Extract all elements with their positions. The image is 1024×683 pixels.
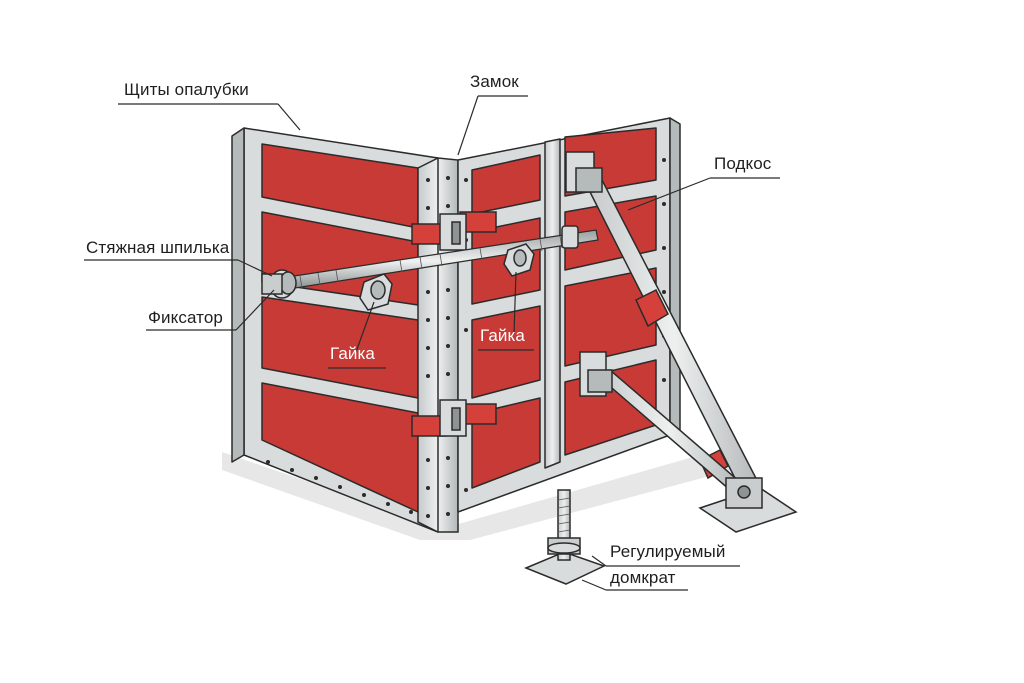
corner-post bbox=[417, 157, 459, 533]
ground-shadow bbox=[222, 452, 740, 540]
label-jack-line2: домкрат bbox=[610, 568, 676, 587]
lock-clamp-lower bbox=[411, 399, 497, 437]
right-formwork-panel bbox=[457, 117, 681, 513]
clamp-fixator bbox=[261, 269, 297, 299]
label-tie-rod: Стяжная шпилька bbox=[86, 238, 230, 257]
label-jack-line1: Регулируемый bbox=[610, 542, 726, 561]
label-nut-right: Гайка bbox=[480, 326, 525, 345]
nut-far bbox=[561, 225, 579, 249]
label-lock: Замок bbox=[470, 72, 519, 91]
leader-lines bbox=[84, 95, 780, 591]
label-clamp: Фиксатор bbox=[148, 308, 223, 327]
lock-clamp-upper bbox=[411, 211, 497, 251]
brace-base-plate bbox=[698, 477, 798, 533]
nut-right bbox=[503, 243, 535, 277]
left-formwork-panel bbox=[231, 127, 439, 533]
label-nut-left: Гайка bbox=[330, 344, 375, 363]
label-brace: Подкос bbox=[714, 154, 772, 173]
nut-left bbox=[359, 273, 393, 311]
label-formwork-panels: Щиты опалубки bbox=[124, 80, 249, 99]
adjustable-jack bbox=[524, 489, 606, 585]
